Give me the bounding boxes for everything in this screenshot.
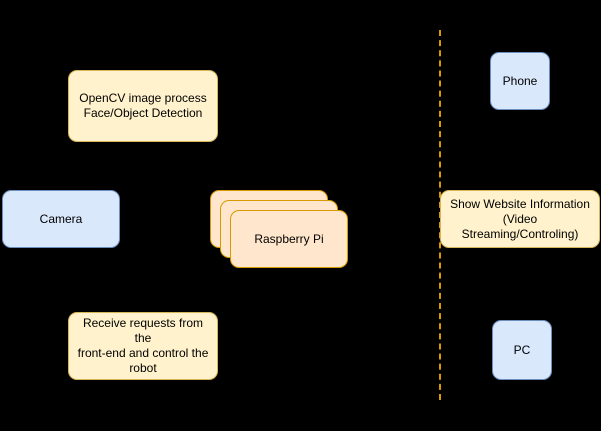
node-pc: PC — [492, 320, 552, 380]
node-opencv-process-label-line2: Face/Object Detection — [83, 106, 203, 120]
node-show-website-information-label-line1: Show Website Information — [450, 196, 590, 211]
node-camera-label: Camera — [39, 211, 83, 226]
node-receive-requests-label-line3: robot — [129, 361, 157, 375]
node-raspberry-pi: Raspberry Pi — [230, 210, 348, 268]
node-phone: Phone — [490, 52, 550, 110]
node-opencv-process-label-line1: OpenCV image process — [79, 91, 207, 105]
node-camera: Camera — [2, 190, 120, 248]
node-show-website-information-label-line2: (Video Streaming/Controling) — [461, 211, 579, 241]
node-show-website-information: Show Website Information (Video Streamin… — [440, 190, 600, 248]
node-phone-label: Phone — [502, 73, 538, 88]
node-receive-requests-label-line2: front-end and control the — [77, 346, 209, 360]
node-receive-requests: Receive requests from the front-end and … — [68, 312, 218, 380]
node-receive-requests-label-line1: Receive requests from the — [82, 316, 204, 345]
node-opencv-process: OpenCV image process Face/Object Detecti… — [68, 70, 218, 142]
node-pc-label: PC — [513, 342, 531, 357]
node-raspberry-pi-label: Raspberry Pi — [254, 231, 324, 246]
